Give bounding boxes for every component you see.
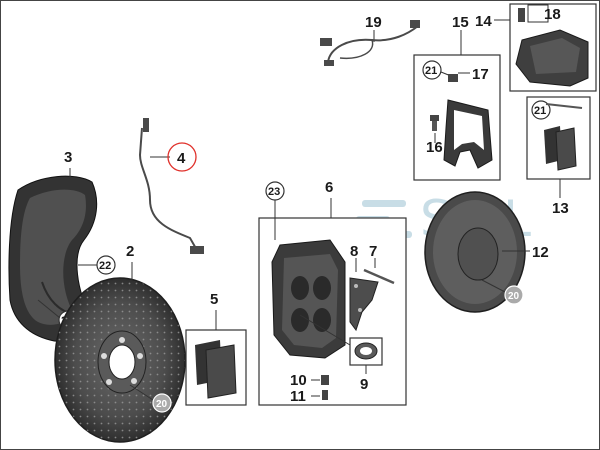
piston-seal-part	[354, 342, 378, 360]
retaining-spring-part	[349, 277, 379, 332]
rear-brake-disc-part	[424, 191, 526, 313]
part-label-3: 3	[64, 149, 72, 166]
wear-sensor-part	[138, 118, 204, 254]
part-label-14: 14	[475, 13, 492, 30]
part-label-9: 9	[360, 376, 368, 393]
part-label-21: 21	[425, 65, 437, 77]
leader-line	[129, 384, 154, 401]
part-label-11: 11	[290, 388, 306, 405]
rear-wear-sensor-part	[320, 20, 420, 66]
highlight-circle	[167, 142, 197, 172]
part-label-15: 15	[452, 14, 469, 31]
brake-pads-part	[195, 340, 237, 399]
callout-circle-21-carrier	[422, 60, 442, 80]
rear-brake-pads-part	[544, 103, 583, 171]
guide-pin-part	[363, 268, 395, 285]
part-label-13: 13	[552, 200, 569, 217]
bleed-valve-part	[518, 8, 525, 22]
caliper-carrier-part	[443, 99, 493, 169]
callout-circle-22	[96, 255, 116, 275]
leader-line	[37, 299, 61, 319]
part-label-18: 18	[544, 6, 561, 23]
part-label-10: 10	[290, 372, 307, 389]
part-label-21-pads: 21	[534, 105, 546, 117]
part-label-2: 2	[126, 243, 134, 260]
carrier-bolt-part	[448, 74, 458, 82]
part-label-19: 19	[365, 14, 382, 31]
part-label-7: 7	[369, 243, 377, 260]
guide-bolt-part	[430, 115, 439, 131]
part-label-22: 22	[99, 260, 111, 272]
part-label-17: 17	[472, 66, 489, 83]
front-brake-disc-part	[54, 277, 186, 443]
part-label-8: 8	[350, 243, 358, 260]
front-caliper-part	[271, 239, 346, 359]
splash-shield-part	[8, 175, 98, 342]
part-label-23: 23	[268, 186, 280, 198]
bleed-screw-part	[321, 375, 329, 400]
leader-line	[481, 279, 506, 293]
callout-circle-20-front	[152, 393, 172, 413]
callout-circle-21-pads	[531, 100, 551, 120]
part-label-20-rear: 20	[508, 291, 520, 302]
part-label-16: 16	[426, 139, 443, 156]
callout-box-18	[527, 4, 549, 23]
part-label-4: 4	[177, 150, 186, 167]
part-label-12: 12	[532, 244, 549, 261]
callout-circle-20-rear	[504, 285, 524, 305]
part-label-6: 6	[325, 179, 333, 196]
part-label-5: 5	[210, 291, 218, 308]
leader-line	[299, 314, 351, 346]
part-label-20: 20	[156, 399, 168, 410]
rear-caliper-part	[515, 29, 589, 87]
